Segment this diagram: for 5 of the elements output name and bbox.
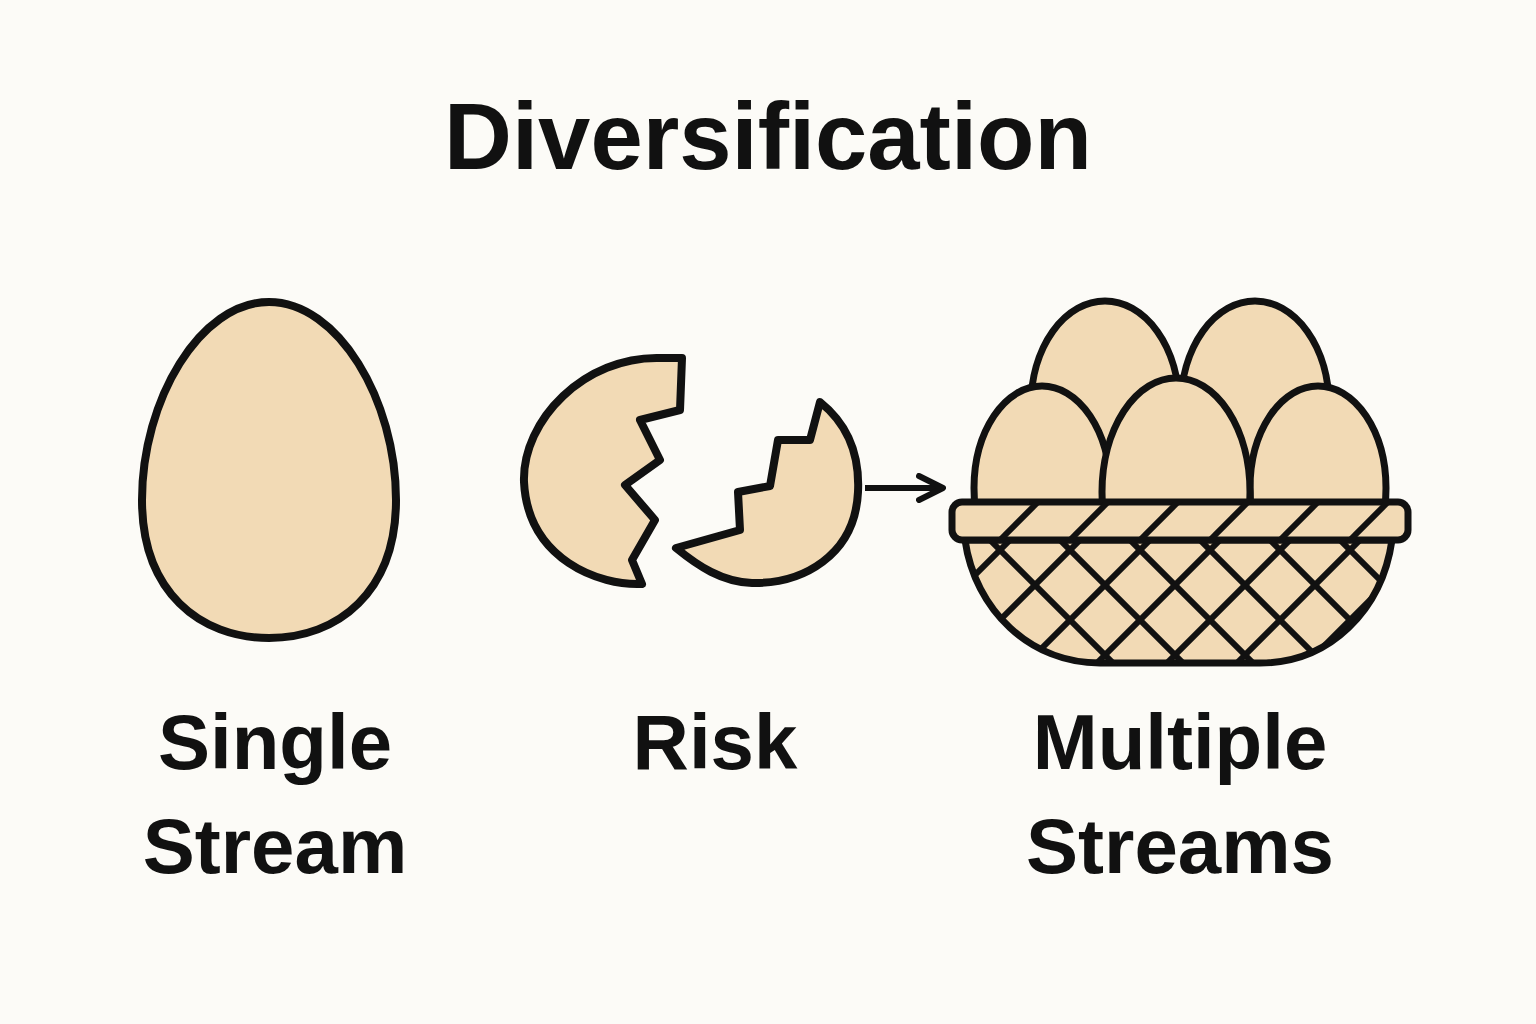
item-label: Multiple Streams: [1025, 697, 1335, 892]
title: Diversification: [444, 85, 1092, 189]
item-label: Risk: [631, 697, 799, 788]
item-label: Single Stream: [141, 697, 409, 892]
arrow: [865, 473, 946, 503]
